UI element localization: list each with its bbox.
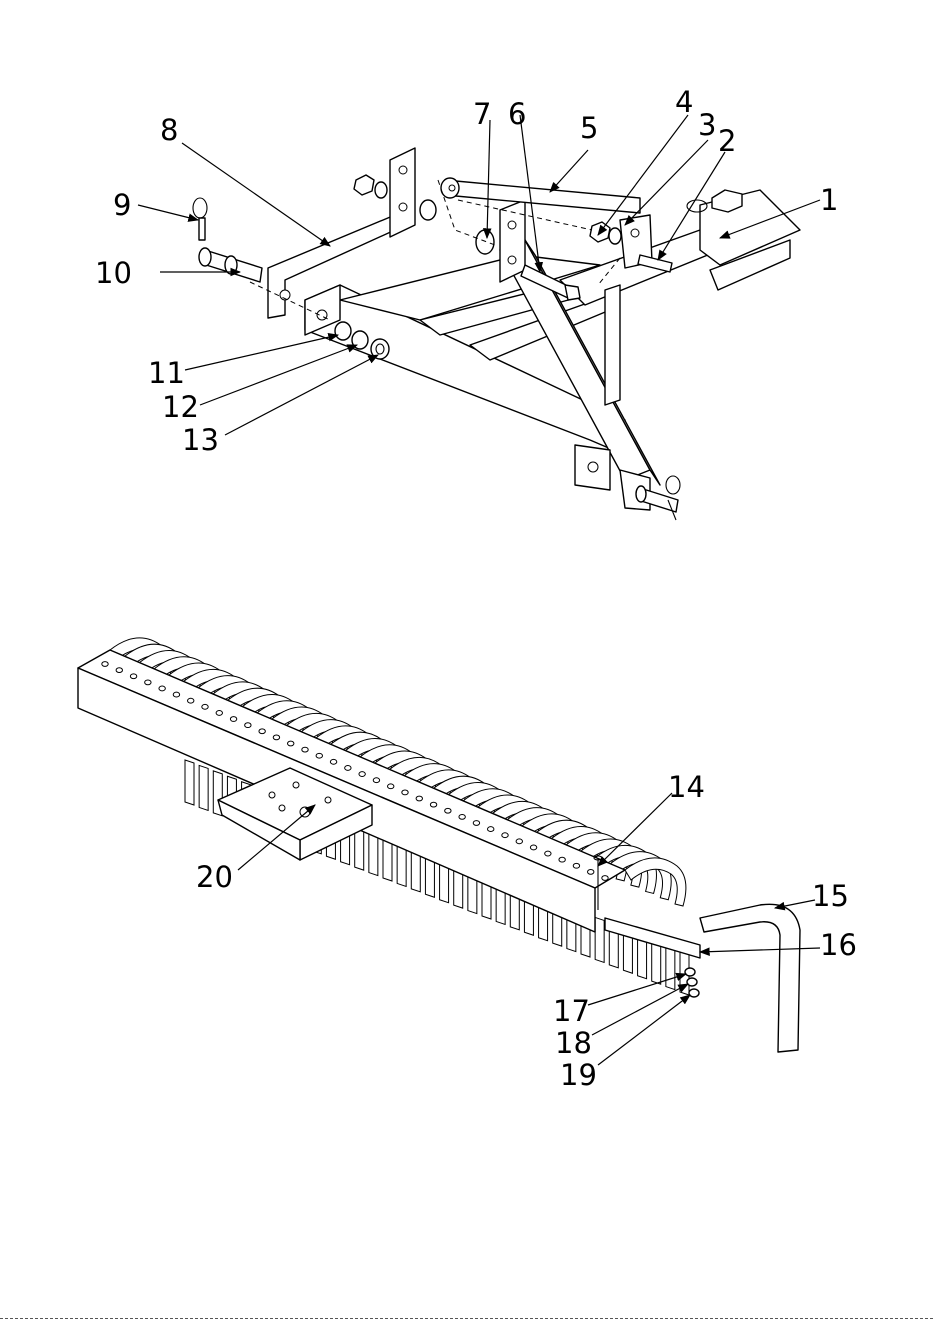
beam-hole [545,851,551,856]
beam-hole [273,735,279,740]
beam-hole [573,863,579,868]
beam-hole [459,814,465,819]
callout-13: 13 [182,423,219,457]
beam-hole [245,723,251,728]
beam-hole [473,821,479,826]
callout-1: 1 [820,183,838,217]
rake-beam-top [78,650,625,888]
hitch-frame-assembly [193,148,800,520]
hanging-tine [595,917,604,962]
beam-hole [359,772,365,777]
callout-6: 6 [508,97,526,131]
callout-20: 20 [196,860,233,894]
callout-18: 18 [555,1026,592,1060]
beam-hole [116,668,122,673]
beam-hole [202,704,208,709]
washer-11 [335,322,351,340]
hanging-tine [199,765,208,810]
spacer-tube [476,230,494,254]
vertical-support [605,285,620,405]
callout-4: 4 [675,85,693,119]
callout-19: 19 [560,1058,597,1092]
beam-hole [445,808,451,813]
beam-hole [559,857,565,862]
spare-spring-tine [700,904,800,1052]
beam-hole [259,729,265,734]
beam-hole [373,778,379,783]
beam-hole [330,759,336,764]
upper-left-nut [354,175,374,195]
beam-hole [230,717,236,722]
callout-2: 2 [718,124,736,158]
callout-8: 8 [160,113,178,147]
washer-13 [371,339,389,359]
left-mast-plate [390,148,415,237]
beam-hole [302,747,308,752]
callout-5: 5 [580,111,598,145]
callout-9: 9 [113,188,131,222]
beam-hole [159,686,165,691]
beam-hole [416,796,422,801]
beam-hole [430,802,436,807]
callout-10: 10 [95,256,132,290]
beam-hole [588,869,594,874]
rake-assembly [78,638,800,1052]
callout-7: 7 [473,97,491,131]
beam-hole [102,662,108,667]
beam-hole [345,766,351,771]
beam-hole [145,680,151,685]
beam-hole [188,698,194,703]
beam-hole [130,674,136,679]
beam-hole [530,845,536,850]
beam-hole [402,790,408,795]
beam-hole [173,692,179,697]
hanging-tine [666,945,675,990]
beam-hole [388,784,394,789]
beam-hole [516,839,522,844]
hanging-tine [185,760,194,805]
callout-14: 14 [668,770,705,804]
beam-hole [216,711,222,716]
beam-hole [502,833,508,838]
callout-16: 16 [820,928,857,962]
top-link-bar [445,180,640,213]
callout-17: 17 [553,994,590,1028]
beam-hole [488,827,494,832]
callout-12: 12 [162,390,199,424]
callout-15: 15 [812,879,849,913]
callout-11: 11 [148,356,185,390]
beam-hole [288,741,294,746]
page-bottom-rule [0,1318,933,1319]
callout-3: 3 [698,108,716,142]
beam-hole [602,876,608,881]
beam-hole [316,753,322,758]
